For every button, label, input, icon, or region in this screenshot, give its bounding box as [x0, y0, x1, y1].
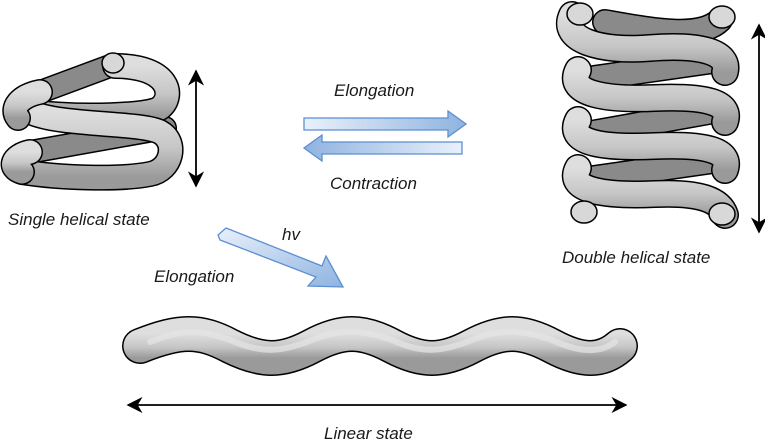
single-helix — [0, 52, 184, 191]
single-helical-state-label: Single helical state — [8, 210, 150, 229]
double-helix — [556, 1, 740, 229]
double-helical-state-label: Double helical state — [562, 248, 711, 267]
elongation-label: Elongation — [334, 81, 415, 100]
contraction-arrow — [302, 133, 463, 163]
contraction-label: Contraction — [330, 174, 417, 193]
hv-label: hv — [282, 225, 300, 244]
linear-state-label: Linear state — [324, 424, 413, 443]
elongation-arrow — [303, 109, 468, 139]
light-elongation-label: Elongation — [154, 267, 235, 286]
light-elongation-arrow — [217, 227, 345, 288]
linear-wave — [122, 316, 638, 376]
